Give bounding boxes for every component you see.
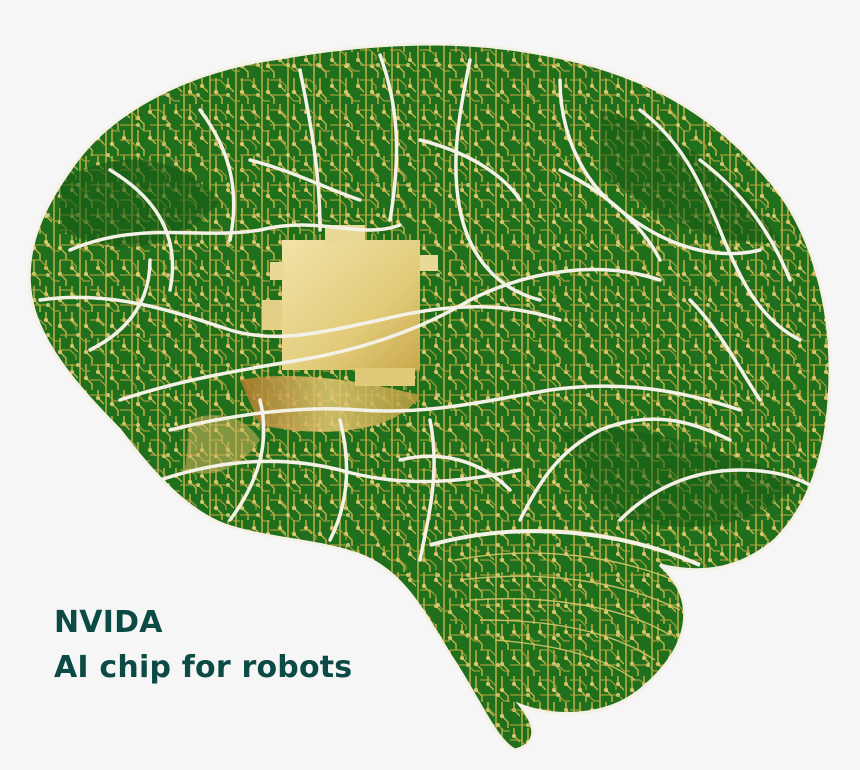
caption-title: NVIDA (54, 605, 163, 640)
caption-subtitle: AI chip for robots (54, 650, 353, 685)
caption: NVIDA AI chip for robots (54, 600, 352, 690)
brain-outline (27, 42, 832, 752)
cerebellum-separator (429, 529, 701, 567)
brain-vein-lines (38, 53, 830, 562)
